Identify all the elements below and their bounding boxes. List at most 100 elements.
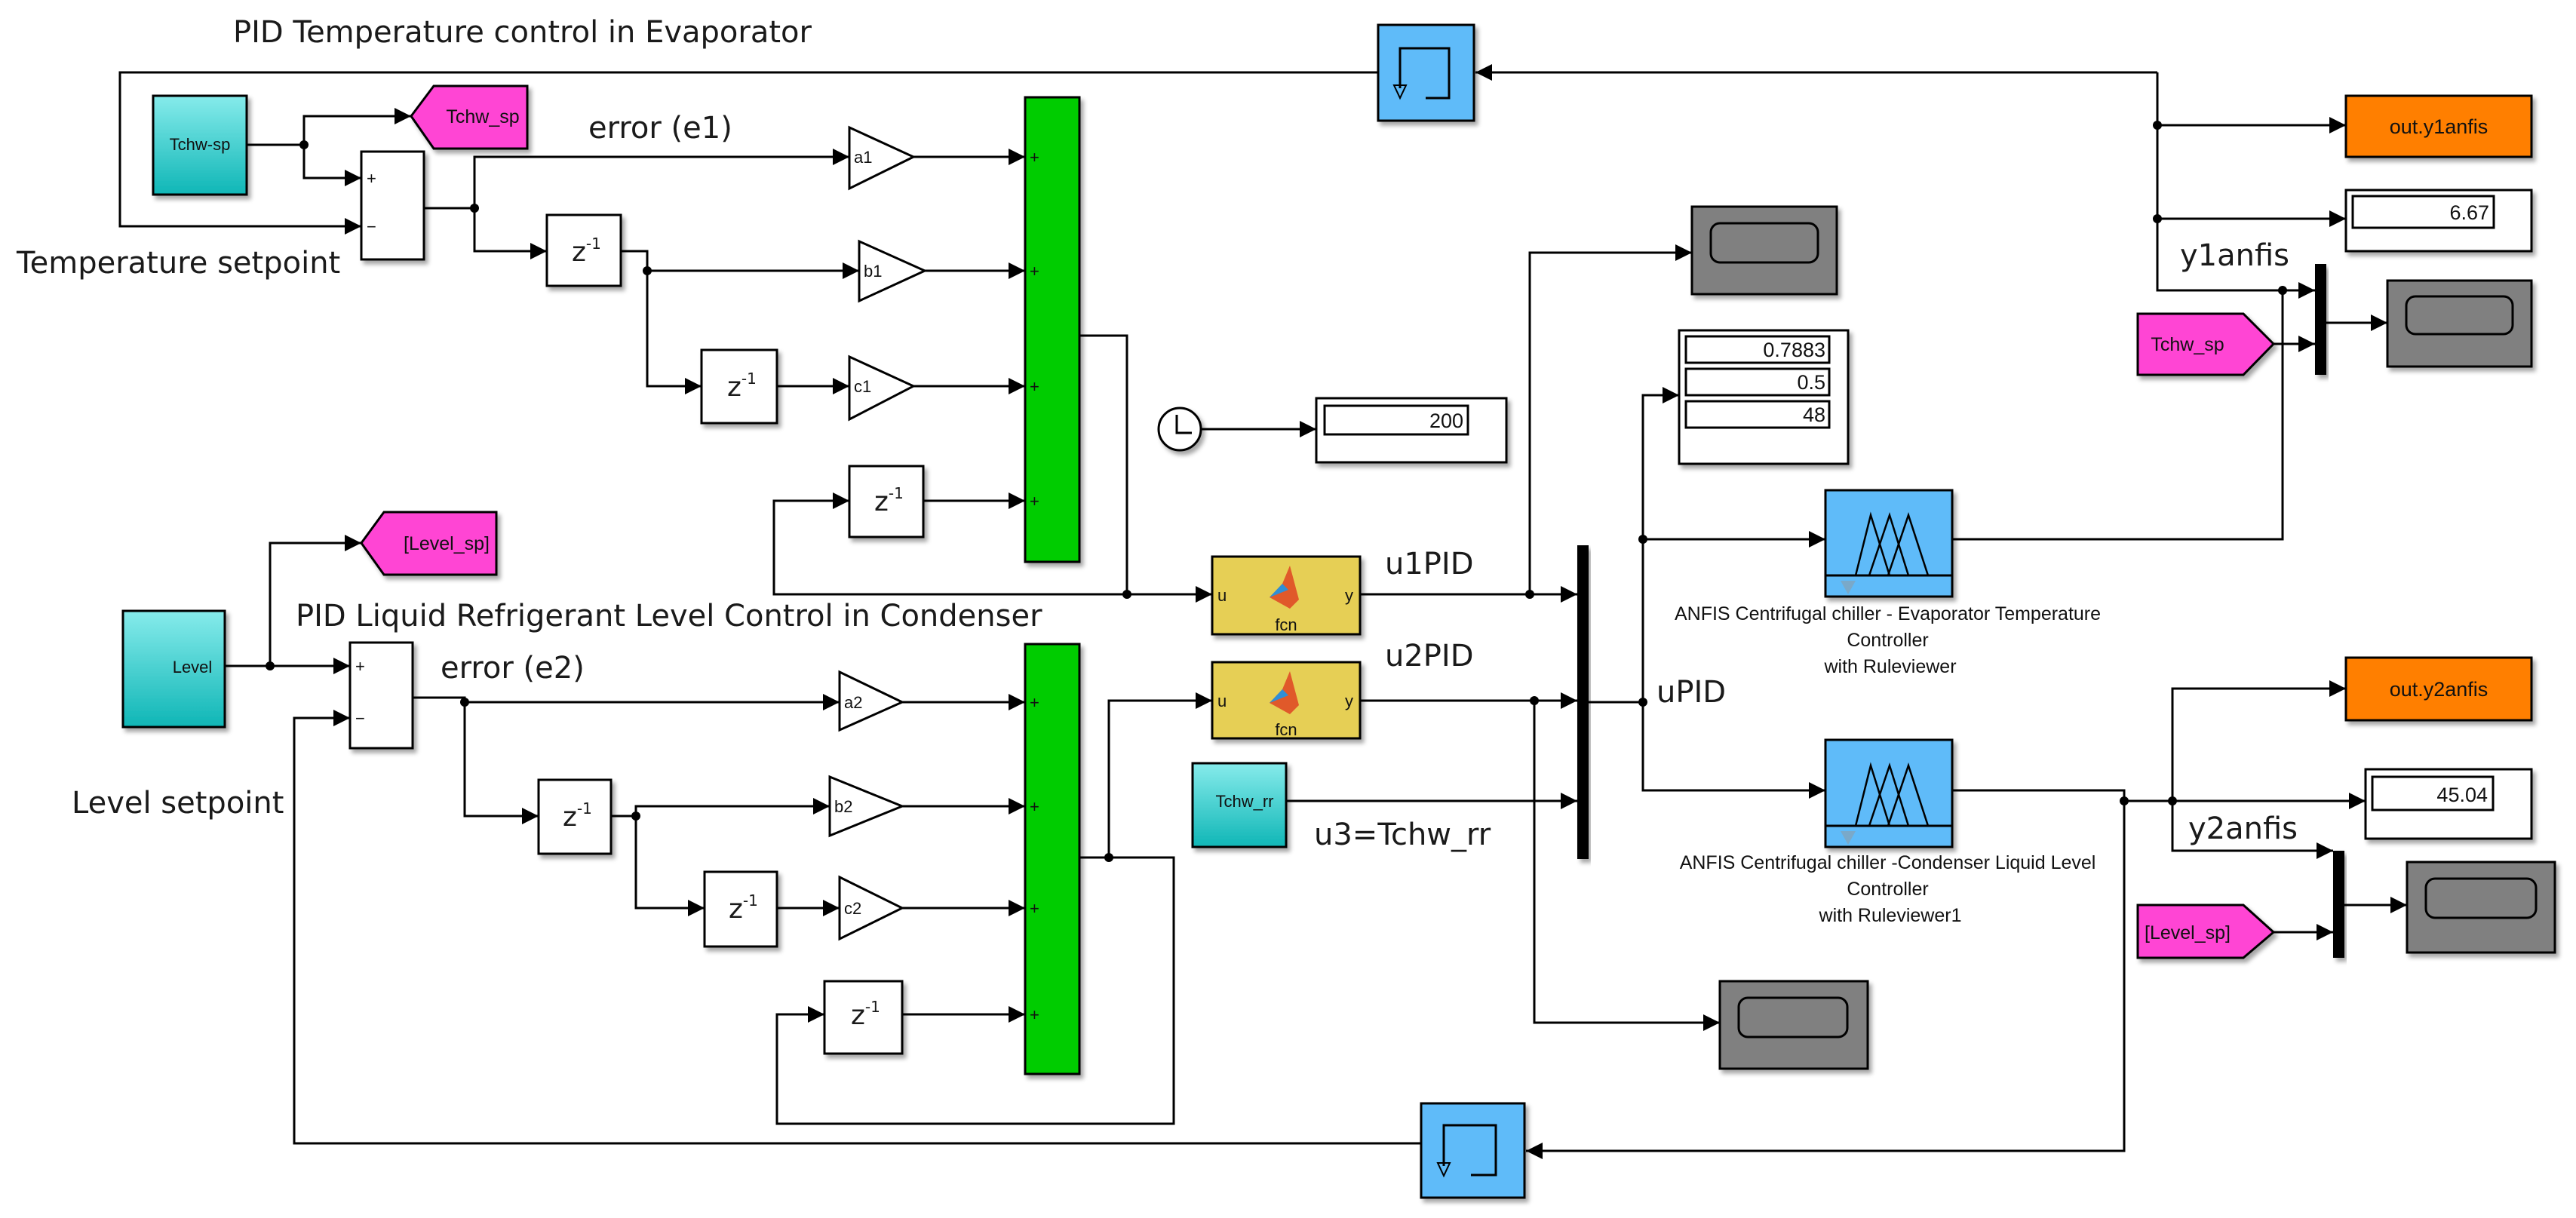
svg-text:z-1: z-1 [572, 235, 601, 268]
gain-b1[interactable]: b1 [858, 239, 928, 303]
from-tchw-sp[interactable]: Tchw_sp [2136, 312, 2276, 376]
unit-delay-2a[interactable]: z-1 [537, 778, 613, 855]
e2-label: error (e2) [441, 651, 585, 686]
unit-delay-1b[interactable]: z-1 [700, 348, 778, 425]
scope-screen-icon [1737, 996, 1849, 1039]
matlab-fcn-block-1[interactable]: u y fcn [1211, 555, 1362, 636]
svg-text:z-1: z-1 [851, 998, 880, 1031]
anfis2-caption-line3: with Ruleviewer1 [1819, 905, 1962, 926]
fcn2-name: fcn [1275, 720, 1297, 739]
svg-text:z-1: z-1 [874, 484, 904, 517]
sum1-plus-port: + [367, 169, 376, 188]
out-y2anfis-label: out.y2anfis [2390, 678, 2488, 701]
from-level-sp-label: [Level_sp] [2145, 922, 2231, 943]
mux-y2[interactable] [2333, 851, 2344, 958]
sum-bar-1[interactable]: + + + + [1024, 96, 1081, 563]
unit-delay-1a[interactable]: z-1 [545, 213, 622, 287]
gain-a2[interactable]: a2 [838, 670, 905, 732]
anfis1-caption-line3: with Ruleviewer [1823, 656, 1956, 677]
u1pid-label: u1PID [1385, 547, 1474, 581]
rate-transition-top[interactable] [1377, 23, 1475, 122]
bar1-plus-1: + [1030, 148, 1039, 167]
rate-transition-icon [1399, 47, 1451, 100]
display-upid[interactable]: 0.7883 0.5 48 [1678, 329, 1850, 465]
display-y2anfis[interactable]: 45.04 [2364, 768, 2533, 840]
scope-y1anfis[interactable] [2386, 279, 2533, 368]
y1anfis-value: 6.67 [2449, 201, 2489, 224]
delay-exp: -1 [865, 998, 880, 1016]
scope-u2pid[interactable] [1718, 980, 1869, 1070]
gain-c2[interactable]: c2 [838, 875, 905, 941]
tchw-rr-source-label: Tchw_rr [1215, 792, 1273, 811]
upper-wires [118, 64, 2387, 799]
delay-z: z [729, 894, 743, 925]
tchw-sp-source-label: Tchw-sp [170, 135, 231, 154]
mux-y1[interactable] [2315, 264, 2326, 375]
out-y1anfis-label: out.y1anfis [2390, 115, 2488, 138]
sum-block-1[interactable]: + − [360, 150, 425, 261]
level-source-label: Level [173, 658, 213, 676]
from-level-sp[interactable]: [Level_sp] [2136, 904, 2276, 959]
matlab-logo-icon [1270, 566, 1299, 609]
goto-tchw-sp[interactable]: Tchw_sp [410, 84, 529, 150]
to-workspace-y2anfis[interactable]: out.y2anfis [2344, 656, 2533, 722]
gain-b1-label: b1 [864, 262, 882, 281]
lower-wires [225, 535, 2407, 1159]
gain-a1[interactable]: a1 [848, 125, 916, 191]
svg-text:z-1: z-1 [563, 799, 592, 833]
scope-y2anfis[interactable] [2406, 861, 2556, 954]
unit-delay-2c[interactable]: z-1 [823, 980, 904, 1055]
bar1-plus-4: + [1030, 492, 1039, 511]
gain-c1[interactable]: c1 [848, 354, 916, 422]
sum-bar-2[interactable]: + + + + [1024, 643, 1081, 1075]
unit-delay-blocks: z-1 z-1 z-1 z-1 z-1 z-1 [537, 213, 925, 1055]
fcn2-out-port: y [1345, 692, 1353, 710]
clock-block[interactable] [1157, 407, 1202, 452]
sum1-minus-port: − [367, 217, 376, 236]
goto-tchw-sp-label: Tchw_sp [446, 106, 519, 127]
unit-delay-1c[interactable]: z-1 [848, 465, 925, 538]
tchw-rr-source-block[interactable]: Tchw_rr [1191, 762, 1288, 848]
bar2-plus-1: + [1030, 693, 1039, 712]
bar2-plus-2: + [1030, 797, 1039, 816]
rate-transition-icon [1442, 1124, 1497, 1177]
gain-b2[interactable]: b2 [828, 775, 905, 838]
bar1-plus-2: + [1030, 262, 1039, 281]
tchw-sp-source-block[interactable]: Tchw-sp [152, 94, 248, 196]
svg-text:z-1: z-1 [729, 891, 758, 925]
scope-u1pid[interactable] [1690, 205, 1838, 296]
sum2-plus-port: + [355, 657, 365, 676]
u3-label: u3=Tchw_rr [1314, 818, 1491, 852]
junction-dots [266, 121, 2287, 862]
scope-screen-icon [1709, 222, 1819, 264]
anfis1-caption-line2: Controller [1847, 630, 1928, 651]
anfis-evaporator-controller[interactable] [1824, 489, 1954, 598]
scope-screen-icon [2405, 295, 2514, 336]
delay-z: z [874, 486, 889, 517]
fcn2-in-port: u [1217, 692, 1227, 710]
delay-z: z [572, 237, 586, 268]
scope-screen-icon [2424, 877, 2538, 919]
matlab-logo-icon [1270, 671, 1299, 714]
temperature-setpoint-label: Temperature setpoint [16, 246, 340, 281]
goto-level-sp[interactable]: [Level_sp] [360, 511, 498, 576]
mux-upid[interactable] [1577, 545, 1589, 859]
ruleviewer-arrow-icon [1841, 831, 1856, 845]
unit-delay-2b[interactable]: z-1 [703, 870, 778, 948]
delay-z: z [727, 372, 741, 403]
anfis-condenser-controller[interactable] [1824, 738, 1954, 848]
anfis2-caption-line1: ANFIS Centrifugal chiller -Condenser Liq… [1680, 852, 2096, 873]
matlab-fcn-block-2[interactable]: u y fcn [1211, 661, 1362, 740]
evaporator-title: PID Temperature control in Evaporator [233, 15, 812, 50]
rate-transition-bottom[interactable] [1420, 1102, 1526, 1199]
sum2-minus-port: − [355, 709, 365, 728]
display-clock[interactable]: 200 [1315, 397, 1508, 464]
display-y1anfis[interactable]: 6.67 [2344, 189, 2533, 253]
delay-exp: -1 [889, 484, 904, 502]
sum-block-2[interactable]: + − [348, 641, 414, 750]
to-workspace-y1anfis[interactable]: out.y1anfis [2344, 94, 2533, 158]
from-tchw-sp-label: Tchw_sp [2151, 334, 2224, 355]
level-source-block[interactable]: Level [121, 609, 226, 729]
upid-value-1: 0.7883 [1763, 339, 1825, 361]
u2pid-label: u2PID [1385, 639, 1474, 673]
